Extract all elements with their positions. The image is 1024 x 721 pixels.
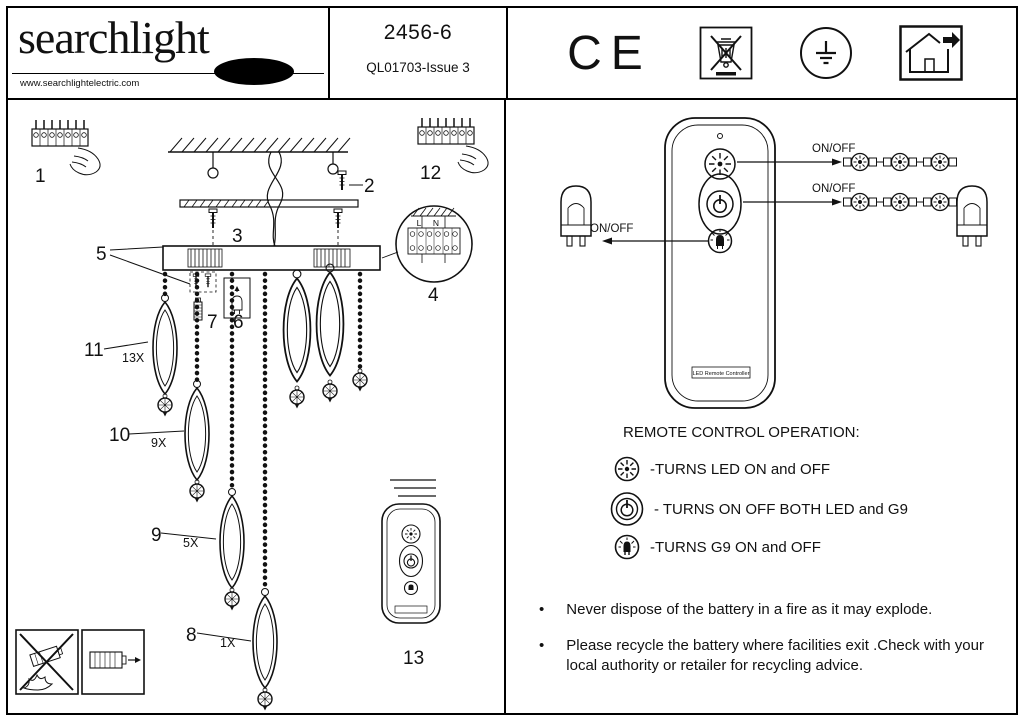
part-label-3: 3 bbox=[232, 226, 243, 247]
earth-symbol bbox=[815, 41, 836, 65]
operation-label: - TURNS ON OFF BOTH LED and G9 bbox=[654, 500, 908, 518]
indoor-use-house-icon bbox=[899, 25, 963, 81]
terminal-labels: L N bbox=[417, 218, 439, 228]
certification-section: CE bbox=[508, 8, 1016, 98]
power-icon bbox=[610, 492, 644, 526]
remote-led-button bbox=[704, 148, 736, 180]
part-label-1: 1 bbox=[35, 166, 46, 187]
remote-part-13 bbox=[381, 479, 441, 624]
hand-icon bbox=[69, 147, 101, 176]
remote-label-text: LED Remote Controller bbox=[693, 371, 750, 377]
onoff-led-label: ON/OFF bbox=[812, 143, 855, 155]
onoff-g9-label: ON/OFF bbox=[590, 223, 633, 235]
led-string-top bbox=[842, 152, 958, 172]
operation-item-power: - TURNS ON OFF BOTH LED and G9 bbox=[610, 492, 908, 526]
led-sun-icon bbox=[614, 456, 640, 482]
onoff-both-label: ON/OFF bbox=[812, 183, 855, 195]
part-label-9: 9 bbox=[151, 525, 162, 546]
part-label-7: 7 bbox=[207, 312, 218, 333]
model-section: 2456-6 QL01703-Issue 3 bbox=[330, 8, 508, 98]
arrowhead-top bbox=[832, 158, 842, 166]
part-label-6: 6 bbox=[233, 312, 244, 333]
part-label-11: 11 bbox=[84, 340, 104, 361]
terminal-live-label: L bbox=[417, 218, 422, 228]
part-label-10: 10 bbox=[109, 425, 130, 446]
part-label-13: 13 bbox=[403, 648, 424, 669]
part-labels: 1 2 3 4 5 6 7 8 9 10 11 12 13 bbox=[35, 163, 441, 669]
qty-label-10: 9X bbox=[151, 436, 167, 450]
operation-label: -TURNS LED ON and OFF bbox=[650, 460, 831, 478]
weee-crossed-bin-icon bbox=[699, 26, 753, 80]
hand-icon bbox=[457, 145, 489, 174]
header: searchlight www.searchlightelectric.com … bbox=[8, 8, 1016, 100]
model-number: 2456-6 bbox=[383, 21, 453, 44]
remote-g9-button bbox=[707, 228, 733, 254]
canopy-plate bbox=[162, 245, 381, 293]
led-string-mid bbox=[842, 192, 958, 212]
logo-section: searchlight www.searchlightelectric.com bbox=[8, 8, 330, 98]
logo-ellipse bbox=[214, 58, 294, 85]
warning-text: Never dispose of the battery in a fire a… bbox=[566, 601, 933, 618]
logo-underline bbox=[12, 73, 324, 74]
qty-label-8: 1X bbox=[220, 636, 236, 650]
screw-part-2 bbox=[337, 170, 347, 191]
website-url: www.searchlightelectric.com bbox=[20, 78, 140, 89]
bead-chains bbox=[162, 271, 363, 591]
quantity-labels: 13X 9X 5X 1X bbox=[122, 351, 236, 650]
operation-label: -TURNS G9 ON and OFF bbox=[650, 538, 821, 556]
part-terminal-block-1 bbox=[31, 119, 101, 176]
earth-ground-icon bbox=[799, 27, 852, 79]
wiring-detail-circle bbox=[381, 205, 473, 283]
assembly-column: 1 2 3 4 5 6 7 8 9 10 11 12 13 13X 9X bbox=[8, 100, 506, 713]
qty-label-9: 5X bbox=[183, 536, 199, 550]
part-label-5: 5 bbox=[96, 244, 107, 265]
hooks-and-wires bbox=[207, 151, 339, 247]
brand-logo: searchlight bbox=[18, 12, 210, 63]
remote-column: LED Remote Controller ON/OFF ON/OFF bbox=[506, 100, 1016, 713]
manual-page: searchlight www.searchlightelectric.com … bbox=[6, 6, 1018, 715]
assembly-diagram: 1 2 3 4 5 6 7 8 9 10 11 12 13 13X 9X bbox=[15, 117, 489, 712]
part-label-12: 12 bbox=[420, 163, 441, 184]
warning-item: • Please recycle the battery where facil… bbox=[539, 636, 989, 677]
operation-item-led: -TURNS LED ON and OFF bbox=[614, 456, 830, 482]
mounting-bar bbox=[179, 199, 359, 246]
operation-item-g9: -TURNS G9 ON and OFF bbox=[614, 534, 821, 560]
remote-body bbox=[664, 117, 776, 409]
part-label-4: 4 bbox=[428, 285, 439, 306]
content: 1 2 3 4 5 6 7 8 9 10 11 12 13 13X 9X bbox=[8, 100, 1016, 713]
remote-control-diagram: LED Remote Controller ON/OFF ON/OFF bbox=[560, 117, 988, 409]
operation-title: REMOTE CONTROL OPERATION: bbox=[623, 424, 860, 441]
remote-power-button bbox=[698, 173, 742, 235]
terminal-neutral-label: N bbox=[433, 218, 439, 228]
part-label-8: 8 bbox=[186, 625, 197, 646]
warning-item: • Never dispose of the battery in a fire… bbox=[539, 600, 989, 620]
bar-screw-right bbox=[333, 208, 343, 229]
g9-bulb-left-icon bbox=[560, 185, 592, 247]
warning-text: Please recycle the battery where facilit… bbox=[566, 637, 984, 675]
part-label-2: 2 bbox=[364, 176, 375, 197]
part-terminal-block-12 bbox=[417, 117, 489, 174]
leader-lines bbox=[103, 184, 363, 642]
bullet: • bbox=[539, 601, 545, 618]
arrowhead-left bbox=[602, 237, 612, 245]
battery-recycle-icon bbox=[81, 629, 145, 695]
issue-number: QL01703-Issue 3 bbox=[366, 60, 470, 75]
ceiling bbox=[168, 137, 351, 153]
bar-screw-left bbox=[208, 208, 218, 229]
g9-bulb-icon bbox=[614, 534, 640, 560]
remote-label-box bbox=[691, 366, 751, 379]
arrowhead-mid bbox=[832, 198, 842, 206]
g9-bulb-right-icon bbox=[956, 185, 988, 247]
ce-mark-icon: CE bbox=[567, 26, 652, 80]
bullet: • bbox=[539, 637, 545, 654]
canopy-screw-2 bbox=[204, 273, 212, 288]
battery-fire-warning-icon bbox=[15, 629, 79, 695]
qty-label-11: 13X bbox=[122, 351, 145, 365]
